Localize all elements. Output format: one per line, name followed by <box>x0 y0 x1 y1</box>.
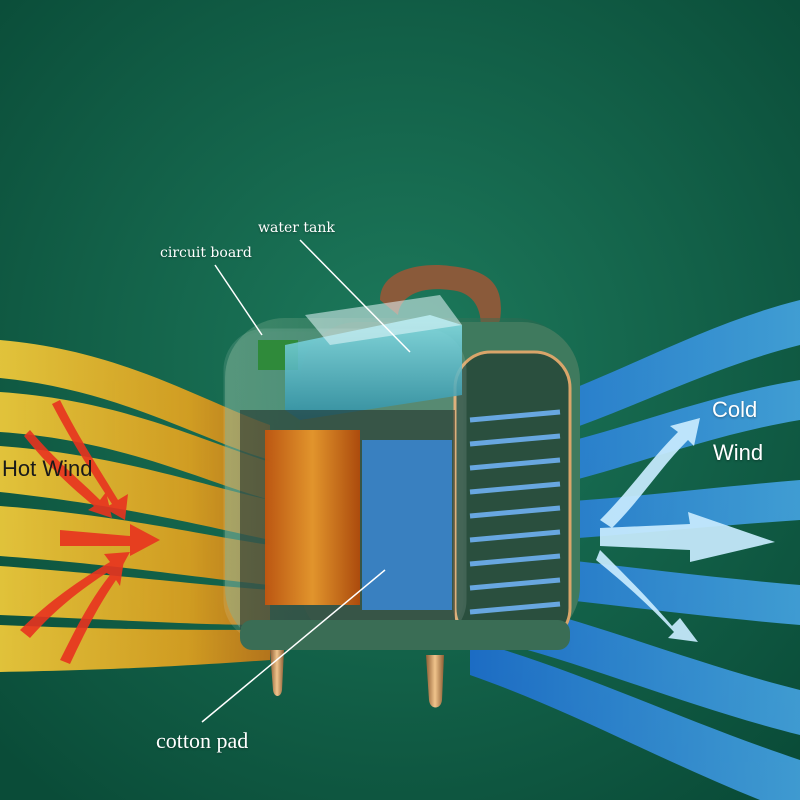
handle <box>380 265 501 345</box>
air-cooler-device <box>223 265 580 708</box>
hot-wind-label: Hot Wind <box>2 456 93 481</box>
cold-wind-arrows <box>596 418 775 642</box>
cotton-pad-label: cotton pad <box>156 728 249 753</box>
right-leg <box>426 655 444 708</box>
cold-wind-label-line2: Wind <box>713 440 764 465</box>
hot-wind-arrows <box>20 400 160 664</box>
cotton-pad <box>265 430 360 605</box>
cold-wind-label-line1: Cold <box>712 397 758 422</box>
water-tank-label: water tank <box>258 220 335 236</box>
grille-slats <box>469 409 561 615</box>
left-leg <box>270 650 284 696</box>
circuit-board-label: circuit board <box>160 245 252 261</box>
leader-lines <box>201 239 411 723</box>
